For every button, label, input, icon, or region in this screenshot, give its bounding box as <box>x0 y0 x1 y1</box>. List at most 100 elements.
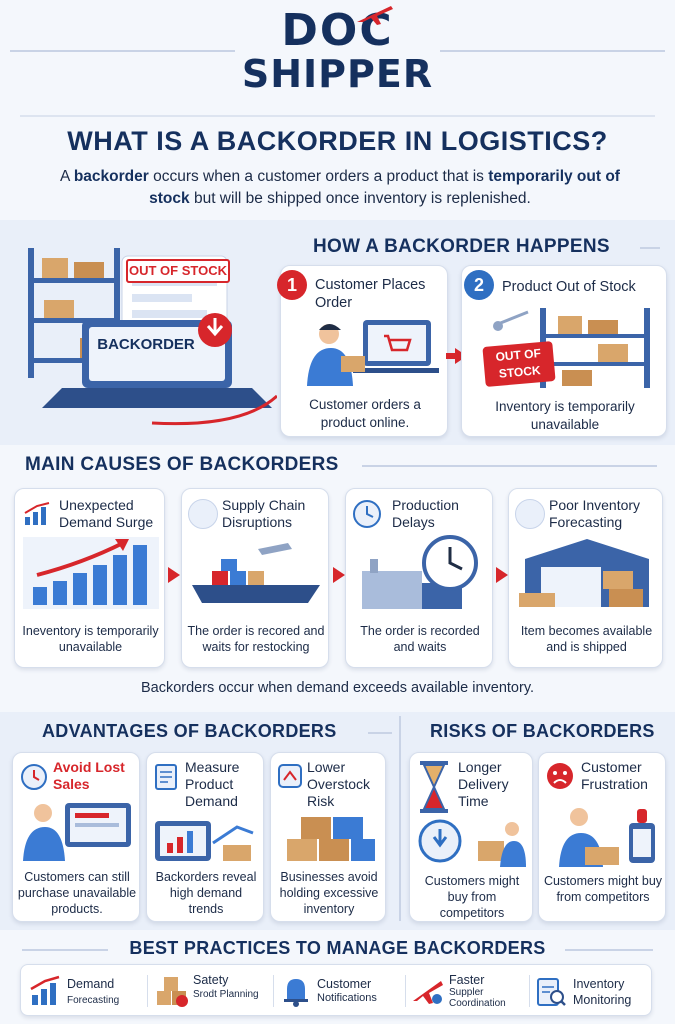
risk-2-title: Customer Frustration <box>581 759 648 792</box>
how-title-rule <box>640 247 660 249</box>
how-title: HOW A BACKORDER HAPPENS <box>313 236 610 257</box>
customer-laptop-icon <box>23 803 131 861</box>
out-of-stock-label: OUT OF STOCK <box>126 259 230 283</box>
step-card-1: 1 Customer Places Order Customer orders … <box>277 265 448 437</box>
advantages-title-rule <box>368 732 392 734</box>
out-of-stock-badge: OUT OF STOCK <box>482 341 556 387</box>
cause-arrow-3 <box>496 567 508 583</box>
cargo-ship-icon <box>192 543 320 603</box>
cause-2-title: Supply Chain Disruptions <box>222 497 306 530</box>
step-card-2: 2 Product Out of Stock OUT OF STOCK Inve… <box>461 265 667 437</box>
header-rule-left <box>10 50 235 52</box>
cause-card-3: Production Delays The order is recorded … <box>345 488 493 668</box>
hourglass-icon <box>420 761 448 813</box>
page-title: WHAT IS A BACKORDER IN LOGISTICS? <box>67 126 608 156</box>
bar-chart-icon <box>24 502 50 525</box>
best-practice-3: Customer Notifications <box>281 973 403 1009</box>
bell-icon <box>284 979 308 1007</box>
demand-chart-icon <box>23 537 159 609</box>
advantage-1-desc: Customers can still purchase unavailable… <box>17 870 137 916</box>
header-rule-bottom <box>20 115 655 117</box>
advantage-card-2: Measure Product Demand Backorders reveal… <box>146 752 264 922</box>
advantage-1-title: Avoid Lost Sales <box>53 759 125 792</box>
step-2-title: Product Out of Stock <box>502 279 636 295</box>
fast-plane-icon <box>413 981 443 1004</box>
risk-2-desc: Customers might buy from competitors <box>543 874 663 904</box>
brand-line2: SHIPPER <box>241 52 434 96</box>
best-practice-2-title: Satety <box>193 973 229 987</box>
bp-divider-2 <box>273 975 274 1007</box>
advantage-card-3: Lower Overstock Risk Businesses avoid ho… <box>270 752 386 922</box>
cause-2-desc: The order is recored and waits for resto… <box>187 624 325 654</box>
best-practice-5-title: Inventory <box>573 977 625 991</box>
advantage-2-desc: Backorders reveal high demand trends <box>155 870 257 916</box>
supply-chain-icon <box>188 499 218 529</box>
step-2-desc: Inventory is temporarily unavailable <box>495 399 635 432</box>
growth-chart-icon <box>30 975 60 1005</box>
best-practice-3-title: Customer <box>317 977 372 991</box>
intro-text: A backorder occurs when a customer order… <box>60 168 620 207</box>
cause-card-2: Supply Chain Disruptions The order is re… <box>181 488 329 668</box>
demand-tablet-icon <box>155 821 254 861</box>
advantage-3-title: Lower Overstock Risk <box>307 759 371 809</box>
forecast-icon <box>515 499 545 529</box>
best-practice-1-sub: Forecasting <box>67 995 120 1006</box>
cause-1-title: Unexpected Demand Surge <box>59 497 154 530</box>
bp-rule-left <box>22 949 108 951</box>
best-practice-5: Inventory Monitoring <box>535 973 651 1009</box>
step-1-title: Customer Places Order <box>315 277 426 311</box>
advantages-title: ADVANTAGES OF BACKORDERS <box>42 721 337 741</box>
warehouse-icon <box>519 539 649 607</box>
best-practice-4-title: Faster <box>449 973 485 987</box>
best-practice-3-sub: Notifications <box>317 992 377 1004</box>
customer-ordering-icon <box>307 320 439 386</box>
step-number-2: 2 <box>464 270 494 300</box>
stopwatch-icon <box>21 764 47 790</box>
risk-card-2: Customer Frustration Customers might buy… <box>538 752 666 922</box>
cause-3-desc: The order is recorded and waits <box>360 624 480 654</box>
cause-card-1: Unexpected Demand Surge Ineventory is te… <box>14 488 165 668</box>
best-practice-2-sub: Srodt Planning <box>193 989 259 1000</box>
frown-face-icon <box>547 763 573 789</box>
clipboard-search-icon <box>537 978 566 1006</box>
bp-divider-1 <box>147 975 148 1007</box>
bp-divider-3 <box>405 975 406 1007</box>
best-practices-bar: Demand Forecasting Satety Srodt Planning… <box>20 964 652 1016</box>
factory-clock-icon <box>362 535 478 609</box>
cause-4-title: Poor Inventory Forecasting <box>549 497 641 530</box>
clock-icon <box>353 500 381 528</box>
cause-arrow-1 <box>168 567 180 583</box>
advantage-2-title: Measure Product Demand <box>185 759 240 809</box>
causes-caption: Backorders occur when demand exceeds ava… <box>140 680 535 696</box>
step-arrow-stem <box>446 353 456 359</box>
causes-title-rule <box>362 465 657 467</box>
advantage-card-1: Avoid Lost Sales Customers can still pur… <box>12 752 140 922</box>
risk-1-title: Longer Delivery Time <box>458 759 509 809</box>
cause-4-desc: Item becomes available and is shipped <box>520 624 653 654</box>
cause-1-desc: Ineventory is temporarily unavailable <box>22 624 159 654</box>
step-number-1: 1 <box>277 270 307 300</box>
delivery-clock-icon <box>418 819 526 867</box>
brand-line1: DOC <box>281 5 394 56</box>
best-practice-4-sub: Suppler Coordination <box>449 987 506 1009</box>
cause-card-4: Poor Inventory Forecasting Item becomes … <box>508 488 663 668</box>
cause-arrow-2 <box>333 567 345 583</box>
risks-title: RISKS OF BACKORDERS <box>430 721 655 741</box>
bp-divider-4 <box>529 975 530 1007</box>
best-practice-4: Faster Suppler Coordination <box>411 971 529 1011</box>
best-practices-title: BEST PRACTICES TO MANAGE BACKORDERS <box>129 938 546 958</box>
boxes-icon <box>157 977 188 1007</box>
header-rule-right <box>440 50 665 52</box>
causes-title: MAIN CAUSES OF BACKORDERS <box>25 454 339 475</box>
plane-icon <box>357 6 393 25</box>
adv-risk-divider <box>399 716 401 921</box>
risk-1-desc: Customers might buy from competitors <box>424 874 520 920</box>
frustrated-customer-icon <box>559 808 655 867</box>
best-practice-5-sub: Monitoring <box>573 993 632 1007</box>
advantage-3-desc: Businesses avoid holding excessive inven… <box>279 870 379 916</box>
best-practice-1-title: Demand <box>67 977 115 991</box>
stacked-boxes-icon <box>287 817 375 861</box>
backorder-screen-label: BACKORDER <box>97 336 195 353</box>
cause-3-title: Production Delays <box>392 497 459 530</box>
scale-icon <box>278 764 302 788</box>
